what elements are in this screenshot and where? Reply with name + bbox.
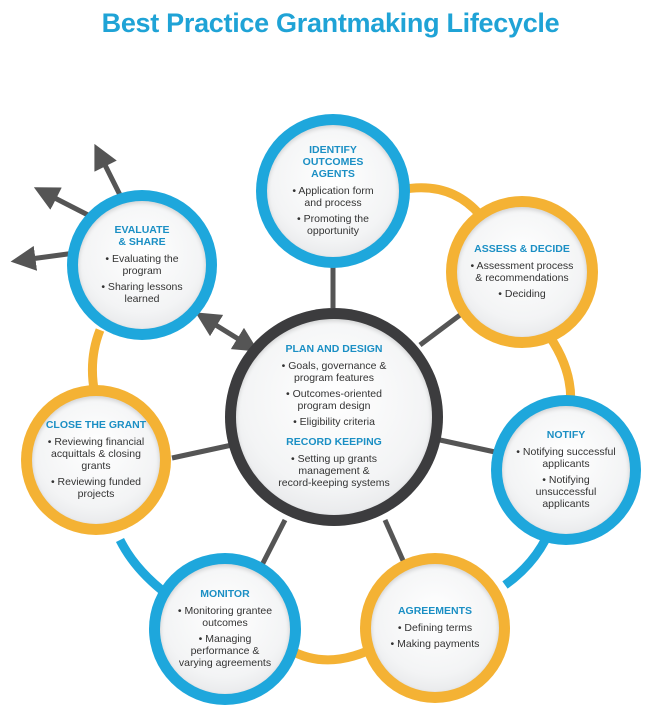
stage-item: • Monitoring grantee outcomes bbox=[177, 604, 273, 629]
arrow-out-upleft bbox=[33, 187, 90, 218]
stage-heading: AGREEMENTS bbox=[397, 604, 473, 617]
center-item: • Setting up grants management & record-… bbox=[278, 453, 390, 489]
arrow-out-up bbox=[94, 143, 123, 197]
stage-close: CLOSE THE GRANT • Reviewing financial ac… bbox=[21, 385, 171, 535]
stage-item: • Defining terms bbox=[397, 621, 473, 634]
stage-heading: MONITOR bbox=[200, 587, 250, 600]
stage-assess: ASSESS & DECIDE • Assessment process & r… bbox=[446, 196, 598, 348]
stage-agreements: AGREEMENTS • Defining terms • Making pay… bbox=[360, 553, 510, 703]
stage-item: • Reviewing funded projects bbox=[50, 475, 142, 500]
spoke-line bbox=[382, 518, 408, 567]
stage-heading: EVALUATE & SHARE bbox=[114, 223, 170, 248]
arrow-out-left bbox=[10, 245, 76, 271]
stage-heading: CLOSE THE GRANT bbox=[45, 418, 147, 431]
stage-item: • Assessment process & recommendations bbox=[470, 259, 574, 284]
stage-notify: NOTIFY • Notifying successful applicants… bbox=[491, 395, 641, 545]
stage-item: • Reviewing financial acquittals & closi… bbox=[47, 435, 145, 472]
stage-heading: ASSESS & DECIDE bbox=[474, 242, 570, 255]
stage-item: • Notifying successful applicants bbox=[516, 445, 616, 470]
stage-evaluate: EVALUATE & SHARE • Evaluating the progra… bbox=[67, 190, 217, 340]
stage-item: • Notifying unsuccessful applicants bbox=[535, 473, 597, 510]
center-item: • Goals, governance & program features bbox=[281, 360, 387, 384]
stage-item: • Deciding bbox=[498, 287, 546, 300]
stage-heading: NOTIFY bbox=[546, 428, 586, 441]
diagram-title: Best Practice Grantmaking Lifecycle bbox=[101, 8, 560, 38]
stage-item: • Application form and process bbox=[292, 184, 374, 209]
center-item: • Eligibility criteria bbox=[293, 416, 375, 428]
ring-segment bbox=[399, 183, 484, 219]
arrow-center-evaluate bbox=[195, 312, 259, 352]
spoke-line bbox=[171, 442, 233, 461]
stage-heading: IDENTIFY OUTCOMES AGENTS bbox=[302, 143, 364, 180]
stage-item: • Sharing lessons learned bbox=[101, 280, 183, 305]
spoke-line bbox=[439, 437, 496, 455]
spoke-line bbox=[418, 313, 462, 347]
center-heading-record: RECORD KEEPING bbox=[286, 436, 382, 448]
spoke-line bbox=[259, 518, 288, 567]
center-item: • Outcomes-oriented program design bbox=[286, 388, 382, 412]
stage-item: • Evaluating the program bbox=[105, 252, 179, 277]
stage-item: • Making payments bbox=[390, 637, 480, 650]
stage-item: • Promoting the opportunity bbox=[297, 212, 369, 237]
center-heading-plan: PLAN AND DESIGN bbox=[285, 343, 383, 355]
center-node: PLAN AND DESIGN • Goals, governance & pr… bbox=[225, 308, 443, 526]
stage-monitor: MONITOR • Monitoring grantee outcomes • … bbox=[149, 553, 301, 705]
stage-identify: IDENTIFY OUTCOMES AGENTS • Application f… bbox=[256, 114, 410, 268]
stage-item: • Managing performance & varying agreeme… bbox=[178, 632, 272, 669]
